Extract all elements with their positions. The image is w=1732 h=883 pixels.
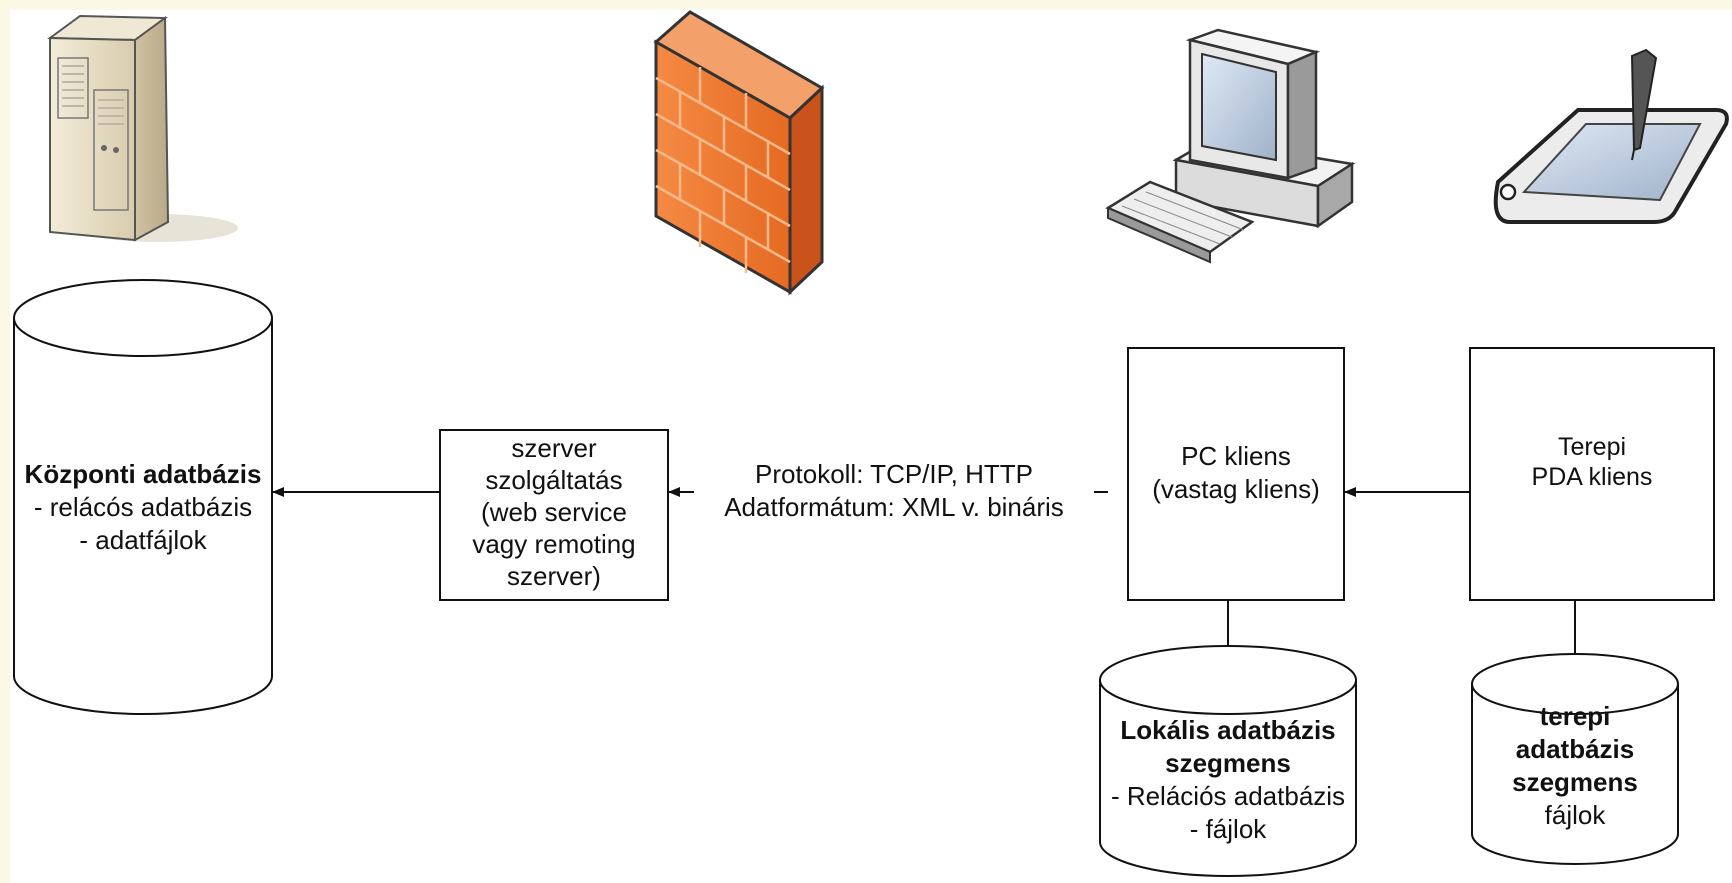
server-service-line4: vagy remoting: [472, 529, 636, 559]
local-db-title1: Lokális adatbázis: [1120, 715, 1336, 745]
local-db-title2: szegmens: [1165, 748, 1291, 778]
field-db-cylinder: [1471, 653, 1679, 865]
server-service-line1: szerver: [511, 433, 597, 463]
central-db-cylinder: [13, 279, 273, 715]
firewall-icon: [653, 10, 825, 296]
server-service-line2: szolgáltatás: [485, 465, 623, 495]
pc-client-box: [1127, 347, 1345, 601]
central-db-line1: - relácós adatbázis: [33, 492, 253, 522]
local-db-line1: - Relációs adatbázis: [1110, 781, 1346, 811]
protocol-line1: Protokoll: TCP/IP, HTTP: [755, 459, 1033, 489]
pc-client-label: PC kliens (vastag kliens): [1128, 440, 1344, 506]
server-service-line3: (web service: [481, 497, 627, 527]
protocol-line2: Adatformátum: XML v. bináris: [724, 492, 1064, 522]
pda-client-label: Terepi PDA kliens: [1470, 432, 1714, 492]
pc-client-line2: (vastag kliens): [1152, 474, 1320, 504]
field-db-title3: szegmens: [1512, 767, 1638, 797]
field-db-line1: fájlok: [1544, 800, 1606, 830]
field-db-label: terepi adatbázis szegmens fájlok: [1472, 700, 1678, 832]
central-db-title: Központi adatbázis: [24, 459, 262, 489]
central-db-line2: - adatfájlok: [79, 525, 207, 555]
diagram-panel: [10, 10, 1732, 883]
server-service-label: szerver szolgáltatás (web service vagy r…: [440, 432, 668, 592]
server-service-line5: szerver): [507, 561, 601, 591]
pda-tablet-icon: [1493, 48, 1729, 224]
desktop-computer-icon: [1105, 28, 1356, 264]
local-db-line2: - fájlok: [1189, 814, 1267, 844]
pda-client-line2: PDA kliens: [1531, 463, 1653, 491]
local-db-cylinder: [1099, 645, 1357, 877]
pda-client-box: [1469, 347, 1715, 601]
pc-client-line1: PC kliens: [1181, 441, 1291, 471]
field-db-title1: terepi: [1539, 701, 1611, 731]
server-service-box: [439, 429, 669, 601]
field-db-title2: adatbázis: [1515, 734, 1635, 764]
central-db-label: Központi adatbázis - relácós adatbázis -…: [14, 458, 272, 557]
local-db-label: Lokális adatbázis szegmens - Relációs ad…: [1100, 714, 1356, 846]
server-tower-icon: [47, 14, 238, 242]
protocol-label: Protokoll: TCP/IP, HTTP Adatformátum: XM…: [694, 458, 1094, 524]
pda-client-line1: Terepi: [1557, 433, 1627, 461]
